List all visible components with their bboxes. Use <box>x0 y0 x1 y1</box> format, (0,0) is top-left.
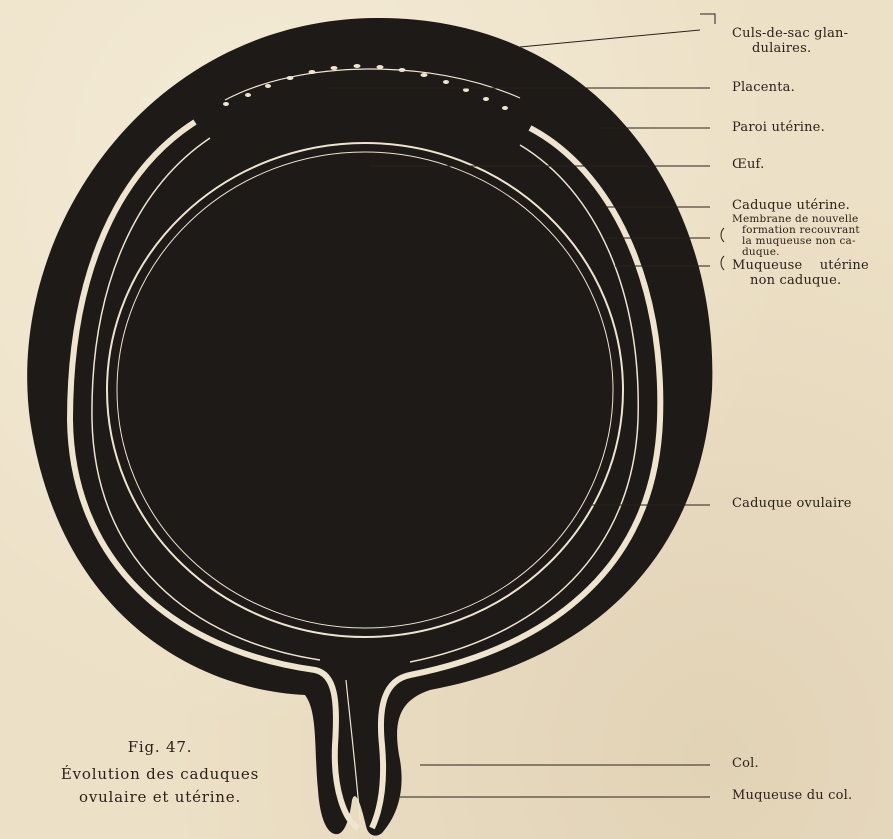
label-col: Col. <box>732 757 759 771</box>
label-membrane-4: duque. <box>742 247 780 258</box>
label-caduque-uterine: Caduque utérine. <box>732 199 850 213</box>
label-placenta: Placenta. <box>732 81 795 95</box>
label-culs-de-sac-1: Culs-de-sac glan- <box>732 27 848 41</box>
label-muqueuse-2: non caduque. <box>750 274 841 288</box>
label-culs-de-sac-2: dulaires. <box>752 42 811 56</box>
label-muqueuse-du-col: Muqueuse du col. <box>732 789 852 803</box>
label-paroi-uterine: Paroi utérine. <box>732 121 825 135</box>
caption-line-1: Évolution des caduques <box>0 764 320 785</box>
label-oeuf: Œuf. <box>732 158 764 172</box>
caption-line-2: ovulaire et utérine. <box>0 787 320 808</box>
label-muqueuse-1: Muqueuse utérine <box>732 259 869 273</box>
figure-number: Fig. 47. <box>0 737 320 758</box>
label-caduque-ovulaire: Caduque ovulaire <box>732 497 852 511</box>
label-braces <box>721 228 724 270</box>
